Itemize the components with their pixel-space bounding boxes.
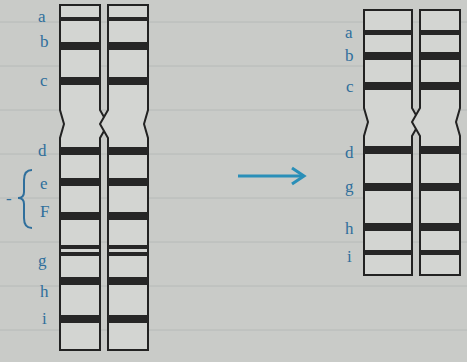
deletion-bracket bbox=[18, 170, 32, 228]
deleted-chromosome bbox=[364, 10, 460, 275]
band-label: - bbox=[6, 190, 12, 207]
band-label: g bbox=[38, 252, 47, 269]
original-chromosome bbox=[60, 5, 148, 350]
band-label: c bbox=[346, 78, 354, 95]
arrow bbox=[238, 168, 304, 184]
band-label: d bbox=[38, 142, 47, 159]
band-label: e bbox=[40, 175, 48, 192]
band-label: c bbox=[40, 72, 48, 89]
band-label: h bbox=[40, 283, 49, 300]
band-label: a bbox=[38, 8, 46, 25]
band-label: b bbox=[40, 33, 49, 50]
band-label: F bbox=[40, 203, 49, 220]
band-label: h bbox=[345, 220, 354, 237]
band-label: i bbox=[42, 310, 47, 327]
band-label: g bbox=[345, 178, 354, 195]
band-label: d bbox=[345, 144, 354, 161]
band-label: a bbox=[345, 24, 353, 41]
band-label: i bbox=[347, 248, 352, 265]
band-label: b bbox=[345, 47, 354, 64]
